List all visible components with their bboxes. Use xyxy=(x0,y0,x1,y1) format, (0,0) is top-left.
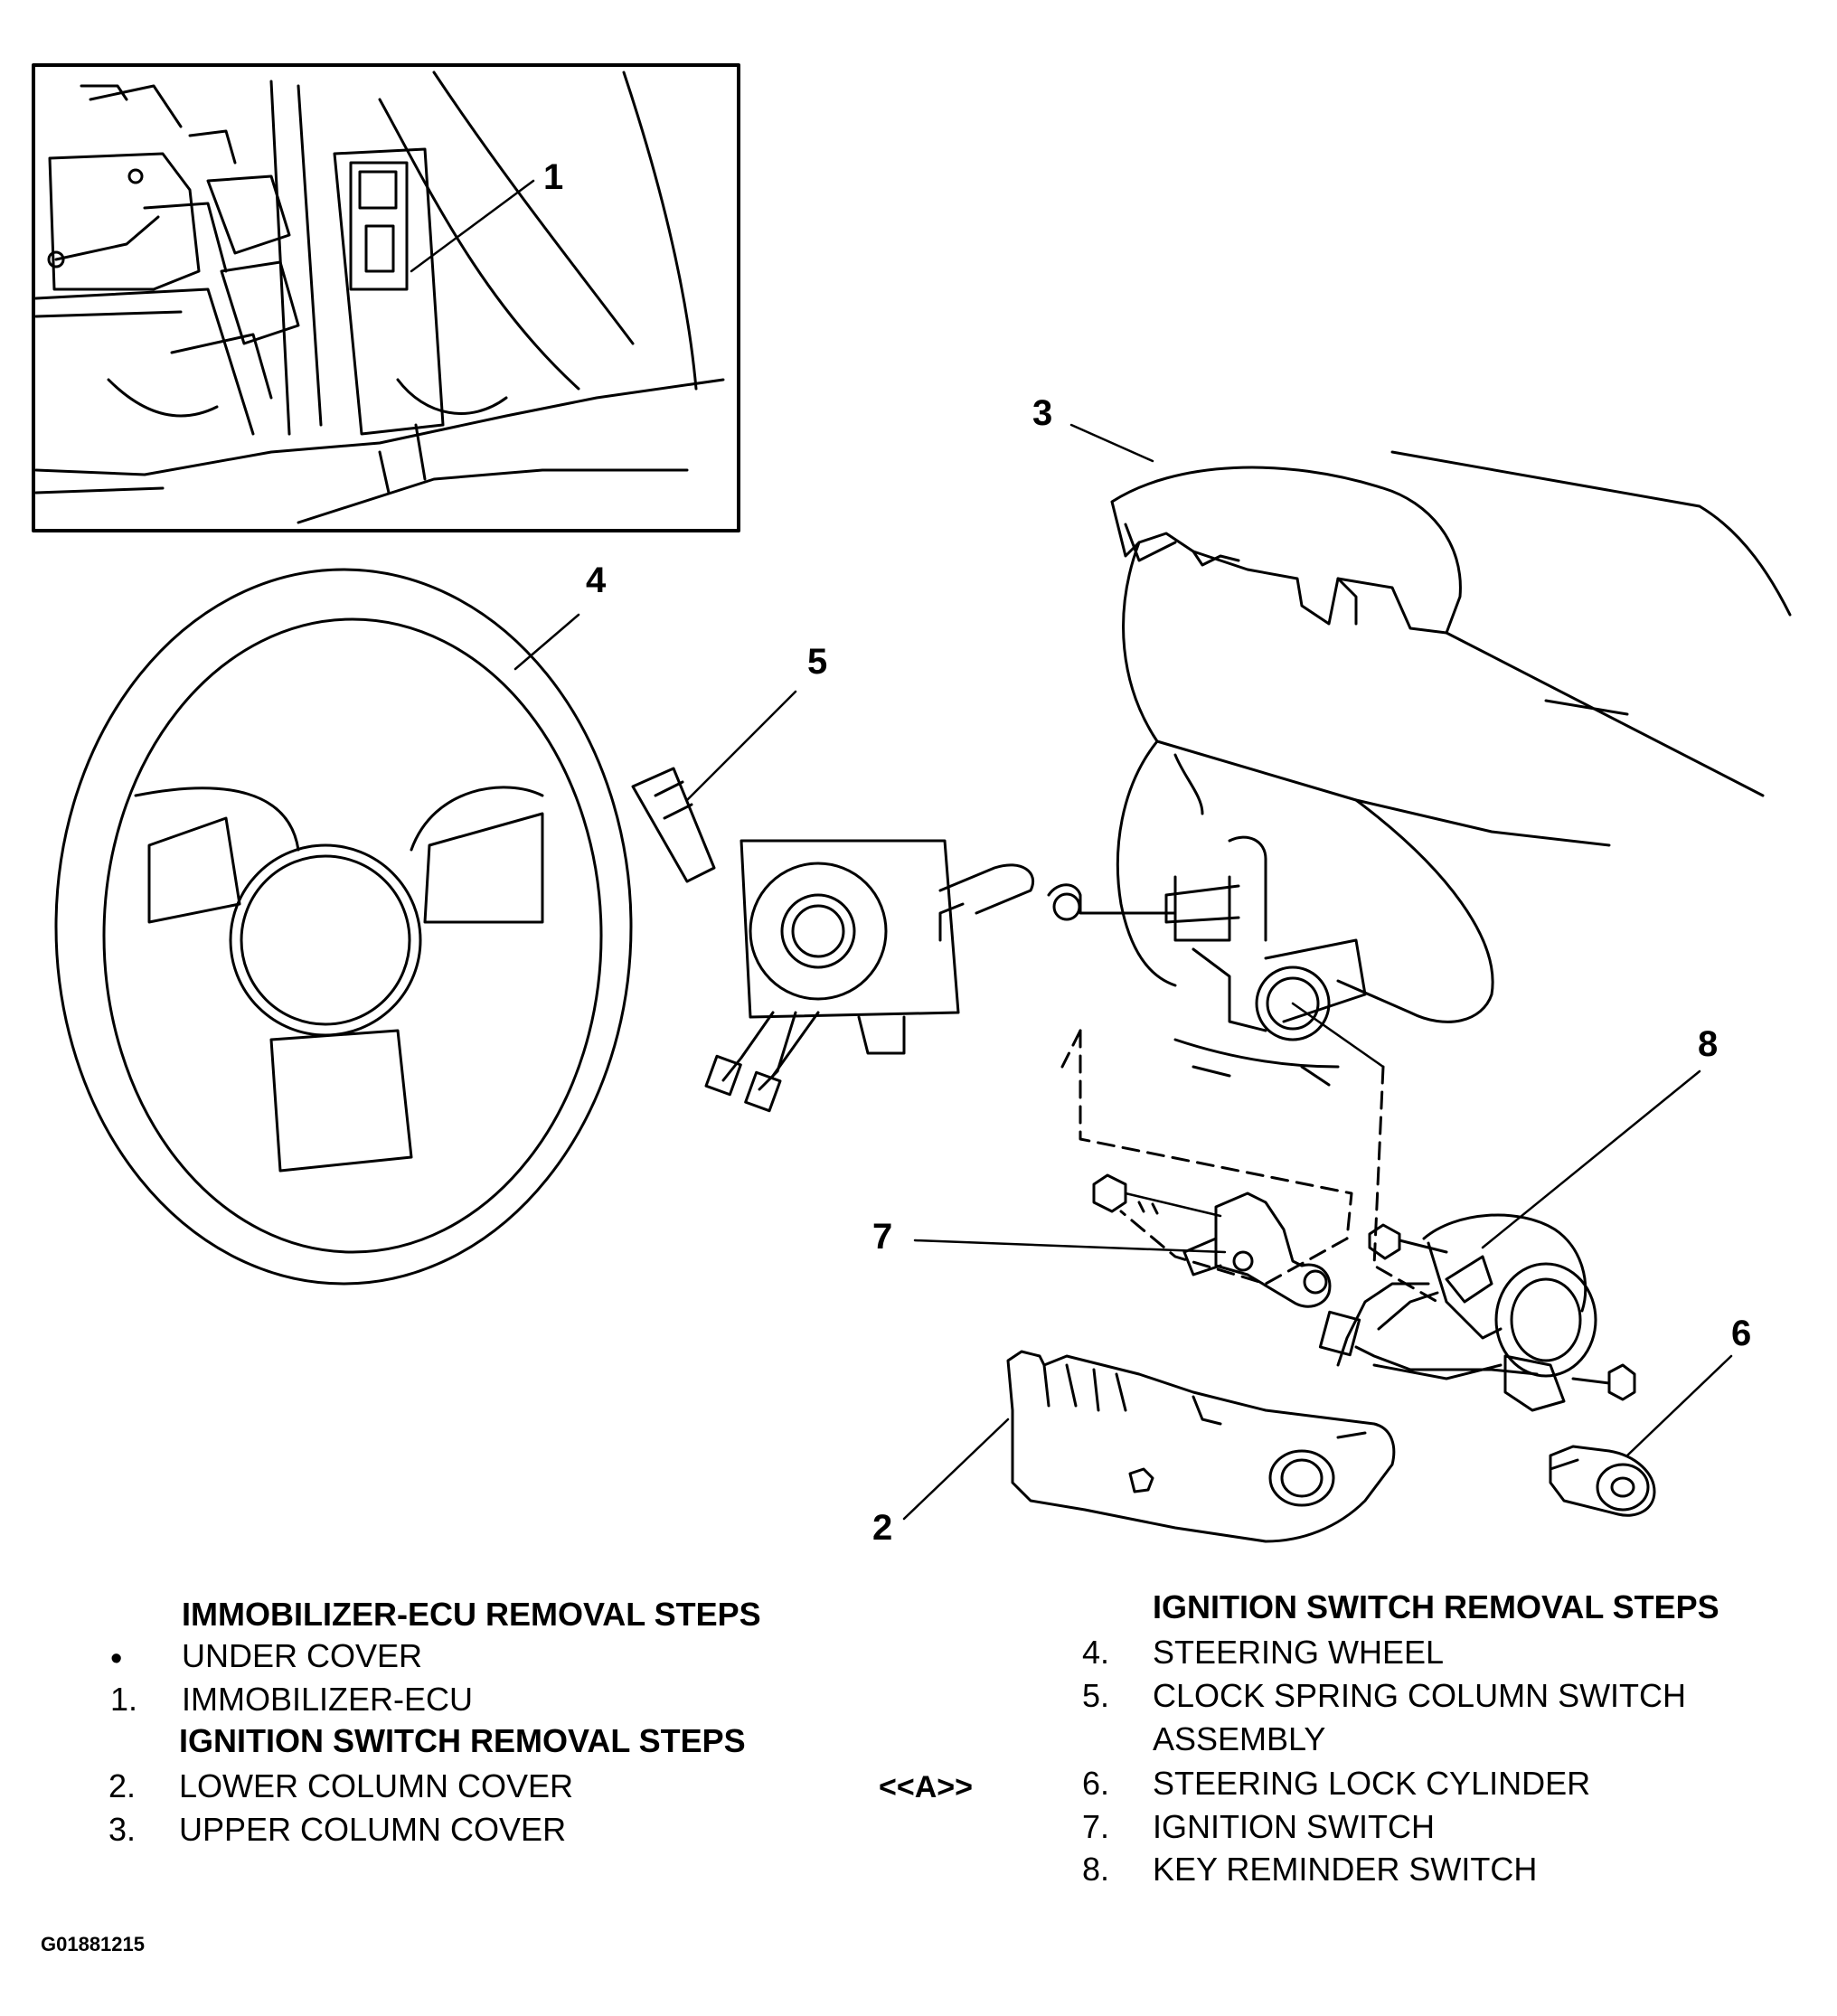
callout-4: 4 xyxy=(586,561,607,600)
step-marker: • xyxy=(110,1640,123,1678)
left-ignition-steps-title: IGNITION SWITCH REMOVAL STEPS xyxy=(179,1722,746,1759)
steering-column-drawing xyxy=(1047,450,1792,1304)
callout-1: 1 xyxy=(543,157,564,197)
step-marker: 5. xyxy=(1082,1677,1110,1714)
steering-wheel-drawing xyxy=(54,568,633,1286)
callout-8: 8 xyxy=(1698,1024,1719,1064)
service-reference-a: <<A>> xyxy=(879,1770,973,1804)
clock-spring-drawing xyxy=(631,767,1034,1113)
step-label-continued: ASSEMBLY xyxy=(1153,1720,1326,1757)
key-reminder-switch-drawing xyxy=(1318,1213,1636,1412)
immobilizer-steps-title: IMMOBILIZER-ECU REMOVAL STEPS xyxy=(182,1596,761,1633)
step-marker: 6. xyxy=(1082,1765,1110,1802)
step-label: KEY REMINDER SWITCH xyxy=(1153,1851,1538,1888)
inset-panel xyxy=(32,63,740,532)
callout-3: 3 xyxy=(1032,393,1053,433)
step-label: STEERING WHEEL xyxy=(1153,1634,1445,1671)
step-label: CLOCK SPRING COLUMN SWITCH xyxy=(1153,1677,1687,1714)
step-label: IGNITION SWITCH xyxy=(1153,1808,1435,1845)
step-label: IMMOBILIZER-ECU xyxy=(182,1681,474,1718)
step-marker: 8. xyxy=(1082,1851,1110,1888)
lower-column-cover-drawing xyxy=(1006,1350,1396,1543)
callout-5: 5 xyxy=(807,642,828,682)
step-marker: 7. xyxy=(1082,1808,1110,1845)
step-marker: 2. xyxy=(108,1767,137,1804)
step-label: STEERING LOCK CYLINDER xyxy=(1153,1765,1591,1802)
ignition-switch-drawing xyxy=(1092,1173,1332,1308)
step-label: UPPER COLUMN COVER xyxy=(179,1811,567,1848)
callout-7: 7 xyxy=(872,1217,893,1257)
step-label: UNDER COVER xyxy=(182,1637,423,1674)
upper-column-cover-drawing xyxy=(1110,466,1462,635)
step-marker: 1. xyxy=(110,1681,138,1718)
figure-code: G01881215 xyxy=(41,1933,145,1955)
callout-leaders xyxy=(513,423,1733,1521)
step-label: LOWER COLUMN COVER xyxy=(179,1767,574,1804)
steering-lock-cylinder-drawing xyxy=(1549,1445,1656,1517)
callout-6: 6 xyxy=(1731,1314,1752,1353)
step-marker: 4. xyxy=(1082,1634,1110,1671)
callout-2: 2 xyxy=(872,1508,893,1548)
right-ignition-steps-title: IGNITION SWITCH REMOVAL STEPS xyxy=(1153,1588,1719,1625)
step-marker: 3. xyxy=(108,1811,137,1848)
